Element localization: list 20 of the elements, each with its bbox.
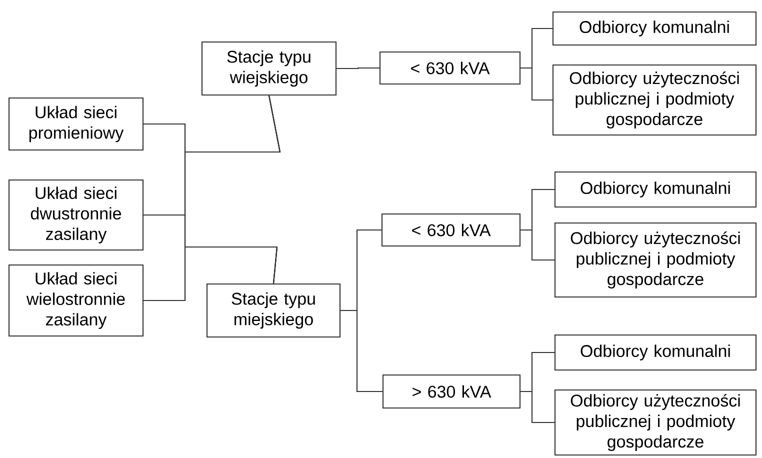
category-box: Układ sieci wielostronnie zasilany <box>8 264 144 337</box>
connector-line <box>520 67 552 101</box>
category-box: Układ sieci promieniowy <box>8 97 144 151</box>
category-box: Stacje typu miejskiego <box>206 283 341 338</box>
category-box: Odbiorcy użyteczności publicznej i podmioty gospodarcze <box>554 389 757 456</box>
category-box: < 630 kVA <box>381 213 521 247</box>
connector-line <box>336 67 380 70</box>
category-box: Układ sieci dwustronnie zasilany <box>8 179 144 251</box>
category-box: < 630 kVA <box>379 51 521 85</box>
connector-line <box>340 310 382 392</box>
category-box: Odbiorcy użyteczności publicznej i podmioty gospodarcze <box>554 222 757 298</box>
connector-line <box>144 246 278 302</box>
category-box: Odbiorcy komunalni <box>552 11 757 46</box>
connector-line <box>520 229 554 261</box>
category-box: > 630 kVA <box>382 374 521 409</box>
category-box: Stacje typu wiejskiego <box>201 41 337 96</box>
connector-line <box>520 390 554 424</box>
category-box: Odbiorcy komunalni <box>554 334 757 371</box>
category-box: Odbiorcy użyteczności publicznej i podmioty gospodarcze <box>552 64 757 136</box>
category-box: Odbiorcy komunalni <box>554 171 757 208</box>
